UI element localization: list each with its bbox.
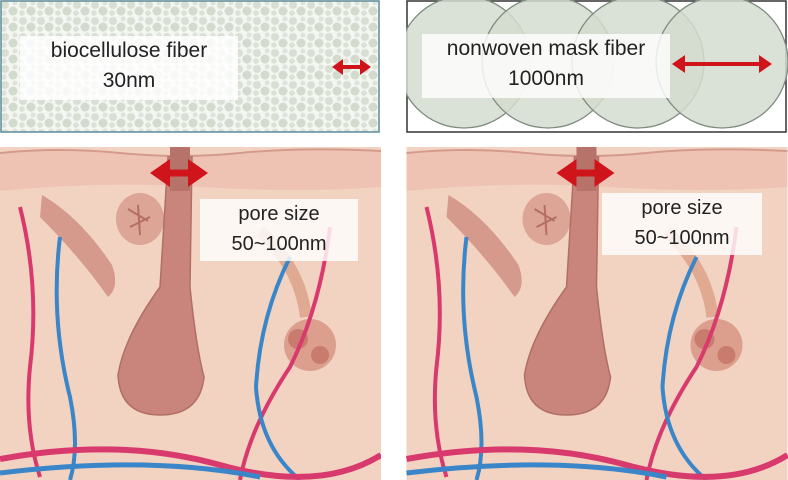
sebaceous-gland	[522, 193, 571, 245]
dermal-muscle	[446, 195, 522, 297]
biocellulose-fiber-name: biocellulose fiber	[50, 39, 208, 62]
pore-label-left: pore size 50~100nm	[200, 199, 358, 261]
pore-size-value-right: 50~100nm	[634, 227, 730, 249]
nonwoven-fiber-size: 1000nm	[508, 67, 584, 90]
skin-cross-section-right: pore size 50~100nm	[406, 147, 788, 480]
biocellulose-fiber-size: 30nm	[102, 69, 156, 92]
nonwoven-size-arrow	[672, 55, 772, 73]
skin-illustration-right	[406, 147, 788, 480]
biocellulose-label: biocellulose fiber 30nm	[20, 36, 238, 100]
hair-follicle	[523, 147, 612, 416]
nonwoven-label: nonwoven mask fiber 1000nm	[422, 34, 670, 98]
pore-size-title-right: pore size	[641, 197, 723, 219]
hair-follicle	[117, 147, 205, 416]
blood-vessels	[406, 206, 788, 480]
nonwoven-fiber-panel: nonwoven mask fiber 1000nm	[406, 0, 788, 133]
biocellulose-size-arrow	[332, 59, 371, 75]
dermal-muscle	[40, 195, 116, 297]
pore-label-right: pore size 50~100nm	[602, 193, 762, 255]
pore-size-arrow-right	[556, 159, 615, 187]
nonwoven-fiber-name: nonwoven mask fiber	[446, 37, 646, 60]
pore-size-arrow-left	[150, 159, 208, 187]
pore-size-title-left: pore size	[238, 203, 320, 225]
biocellulose-fiber-panel: biocellulose fiber 30nm	[0, 0, 381, 133]
skin-cross-section-left: pore size 50~100nm	[0, 147, 381, 480]
blood-vessels	[0, 206, 381, 480]
sebaceous-gland	[116, 193, 164, 245]
pore-size-value-left: 50~100nm	[231, 233, 327, 255]
skin-illustration-left	[0, 147, 381, 480]
